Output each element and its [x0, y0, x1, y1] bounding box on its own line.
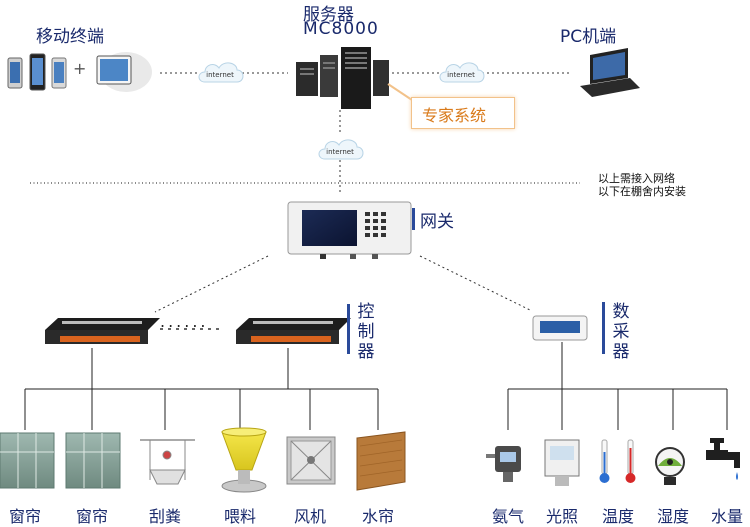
server-icon — [296, 47, 389, 109]
cloud-icon: internet — [318, 139, 364, 160]
gateway-label: 网关 — [420, 212, 454, 232]
pc-terminal-label: PC机端 — [560, 27, 617, 47]
ammonia-sensor-icon — [486, 446, 521, 482]
link-gateway-collector — [419, 255, 531, 311]
svg-text:internet: internet — [447, 71, 475, 79]
manure-scraper-icon — [140, 439, 195, 485]
expert-system-label: 专家系统 — [422, 106, 487, 125]
collector-label: 数采器 — [612, 302, 630, 362]
water-curtain-icon — [356, 431, 406, 491]
light-sensor-icon — [544, 439, 580, 486]
cloud-icon: internet — [439, 62, 485, 83]
device-label-curtain-2: 窗帘 — [75, 507, 108, 526]
tablet-icon — [96, 52, 152, 92]
device-label-feeder: 喂料 — [223, 507, 256, 526]
collector-label-bar — [602, 302, 605, 354]
device-label-fan: 风机 — [293, 507, 326, 526]
link-gateway-controller — [154, 255, 269, 313]
cloud-icon: internet — [198, 62, 244, 83]
device-label-curtain-1: 窗帘 — [8, 507, 41, 526]
gateway-label-bar — [412, 208, 415, 230]
server-label: 服务器 — [303, 5, 354, 25]
feeder-icon — [221, 427, 267, 493]
expert-system-box — [411, 97, 515, 129]
boundary-note-above: 以上需接入网络 — [598, 172, 675, 185]
laptop-icon — [580, 48, 640, 97]
svg-text:internet: internet — [326, 148, 354, 156]
boundary-note-below: 以下在棚舍内安装 — [598, 185, 686, 198]
device-label-water-curtain: 水帘 — [361, 507, 394, 526]
phone-icon — [7, 53, 67, 91]
left-branches — [24, 389, 379, 430]
sensor-label-temperature: 温度 — [601, 507, 634, 526]
water-tap-icon — [706, 438, 740, 480]
device-label-scraper: 刮粪 — [148, 507, 181, 526]
thermometer-icon — [599, 439, 636, 483]
right-branches — [507, 389, 728, 430]
fan-icon — [286, 436, 336, 485]
controller-label: 控制器 — [357, 302, 375, 362]
sensor-label-light: 光照 — [545, 507, 578, 526]
window-curtain-icon — [0, 432, 55, 489]
sensor-label-ammonia: 氨气 — [491, 507, 524, 526]
window-curtain-icon — [65, 432, 121, 489]
gateway-device-icon — [287, 201, 412, 259]
collector-device-icon — [532, 315, 588, 341]
humidity-sensor-icon — [655, 447, 685, 485]
controller-ellipsis: ...... — [160, 312, 209, 331]
svg-text:internet: internet — [206, 71, 234, 79]
controller-label-bar — [347, 304, 350, 354]
mobile-terminal-label: 移动终端 — [36, 27, 104, 47]
server-model-label: MC8000 — [303, 19, 379, 39]
plus-sign: + — [73, 59, 87, 78]
expert-connector — [387, 83, 413, 101]
sensor-label-water: 水量 — [710, 507, 743, 526]
sensor-label-humidity: 湿度 — [656, 507, 689, 526]
controller-device-icon — [45, 318, 160, 344]
controller-device-icon — [236, 318, 351, 344]
